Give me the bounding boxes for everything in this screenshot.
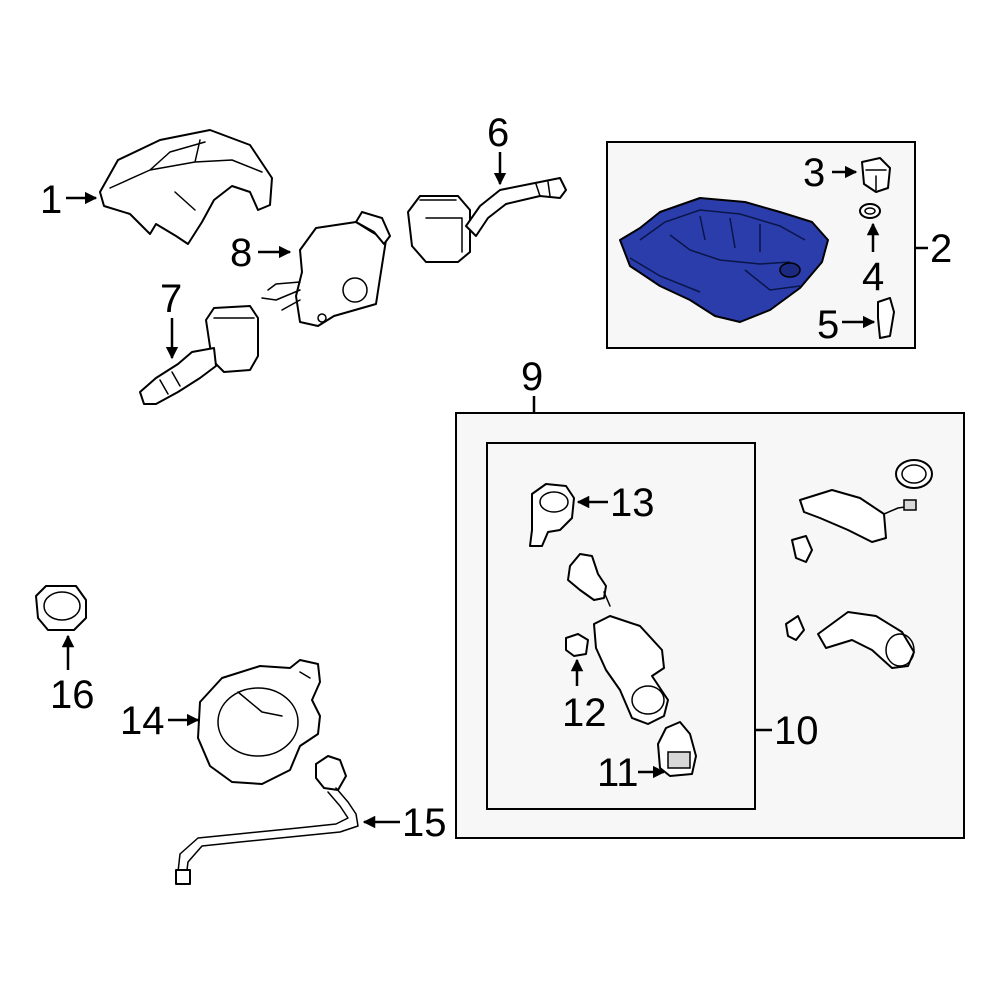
part-9-small-clip-lower[interactable] bbox=[785, 615, 805, 641]
part-4-shape bbox=[859, 203, 881, 219]
part-5-shape bbox=[877, 297, 895, 339]
callout-14: 14 bbox=[120, 699, 165, 743]
callout-3: 3 bbox=[803, 151, 825, 195]
part-10-sensor-wire bbox=[603, 591, 611, 607]
part-1-detail bbox=[109, 139, 263, 211]
part-9-clip-upper-shape bbox=[791, 535, 813, 563]
part-9-cylinder-shape bbox=[817, 611, 915, 669]
part-9-ring-outer bbox=[895, 459, 933, 489]
callout-15: 15 bbox=[402, 801, 447, 845]
part-10-housing-shape bbox=[593, 615, 669, 725]
part-2-lower-column-cover[interactable] bbox=[619, 197, 829, 323]
part-7-turn-signal-switch[interactable] bbox=[139, 305, 259, 405]
part-9-cylinder[interactable] bbox=[817, 611, 915, 669]
part-13-ring[interactable] bbox=[529, 483, 575, 547]
part-7-detail bbox=[159, 317, 255, 395]
callout-9: 9 bbox=[521, 355, 543, 399]
callout-1: 1 bbox=[40, 178, 62, 222]
part-10-sensor[interactable] bbox=[567, 553, 611, 607]
callout-8: 8 bbox=[230, 231, 252, 275]
part-12-block[interactable] bbox=[565, 633, 589, 657]
part-6-wiper-switch[interactable] bbox=[407, 177, 567, 263]
part-1-shape bbox=[99, 129, 273, 245]
part-6-detail bbox=[419, 181, 551, 253]
part-8-shape bbox=[295, 221, 387, 327]
part-15-plug bbox=[175, 869, 191, 885]
callout-7: 7 bbox=[160, 277, 182, 321]
part-7-lever bbox=[139, 347, 217, 405]
callout-2: 2 bbox=[930, 227, 952, 271]
callout-10: 10 bbox=[774, 709, 819, 753]
callout-13: 13 bbox=[610, 481, 655, 525]
callout-12: 12 bbox=[562, 691, 607, 735]
part-8-switch-body[interactable] bbox=[261, 211, 391, 327]
part-4-washer[interactable] bbox=[859, 203, 881, 219]
part-15-sensor-harness[interactable] bbox=[175, 755, 359, 885]
part-9-bracket-plug bbox=[903, 499, 917, 511]
part-6-lever bbox=[465, 177, 567, 237]
part-16-face bbox=[43, 591, 81, 621]
part-15-wire-outer bbox=[185, 787, 359, 879]
part-10-lock-housing[interactable] bbox=[593, 615, 669, 725]
part-10-housing-ring bbox=[631, 685, 665, 715]
part-16-cap[interactable] bbox=[35, 585, 87, 631]
part-1-upper-column-cover[interactable] bbox=[99, 129, 273, 245]
callout-5: 5 bbox=[817, 303, 839, 347]
callout-6: 6 bbox=[487, 111, 509, 155]
part-13-detail bbox=[539, 491, 569, 513]
part-14-shape bbox=[197, 659, 321, 785]
part-12-shape bbox=[565, 633, 589, 657]
part-8-bracket bbox=[355, 211, 391, 245]
part-3-clip[interactable] bbox=[861, 157, 891, 193]
part-8-wires bbox=[261, 281, 301, 311]
part-11-detail bbox=[667, 751, 691, 769]
part-14-center bbox=[217, 687, 299, 757]
part-10-sensor-shape bbox=[567, 553, 607, 601]
part-9-clip-lower-shape bbox=[785, 615, 805, 641]
part-9-small-clip-upper[interactable] bbox=[791, 535, 813, 563]
part-9-ring-inner bbox=[901, 464, 927, 484]
part-15-sensor-head bbox=[315, 755, 347, 791]
part-5-screw[interactable] bbox=[877, 297, 895, 339]
part-9-bracket[interactable] bbox=[799, 489, 917, 543]
callout-11: 11 bbox=[597, 751, 639, 795]
part-8-boss bbox=[342, 277, 368, 303]
part-15-wire-inner bbox=[177, 791, 349, 873]
part-9-bracket-shape bbox=[799, 489, 887, 543]
part-3-shape bbox=[861, 157, 891, 193]
part-2-detail bbox=[629, 209, 806, 293]
part-14-clock-spring[interactable] bbox=[197, 659, 321, 785]
part-14-detail bbox=[237, 671, 311, 717]
part-3-detail bbox=[865, 169, 887, 191]
part-9-cylinder-face bbox=[885, 633, 915, 667]
part-9-ring[interactable] bbox=[895, 459, 933, 489]
part-11-connector[interactable] bbox=[657, 721, 697, 777]
part-2-hole bbox=[779, 262, 801, 278]
callout-4: 4 bbox=[862, 255, 884, 299]
part-6-body bbox=[407, 195, 471, 263]
part-4-inner bbox=[864, 207, 876, 215]
callout-16: 16 bbox=[50, 673, 95, 717]
part-8-hole bbox=[317, 313, 327, 323]
